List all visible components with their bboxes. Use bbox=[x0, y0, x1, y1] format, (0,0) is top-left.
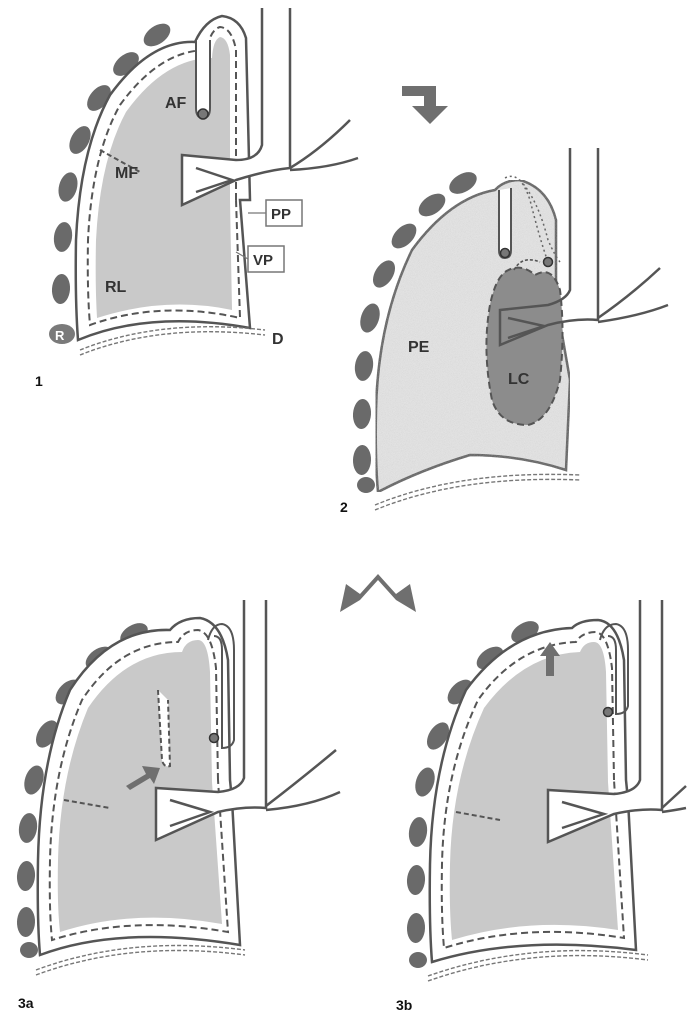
panel-1: R PP VP AF MF RL D 1 bbox=[35, 8, 358, 389]
rib bbox=[412, 765, 438, 799]
left-bronchus bbox=[290, 120, 358, 170]
rib bbox=[368, 257, 399, 292]
split-arrow bbox=[340, 574, 416, 612]
diaphragm bbox=[36, 946, 245, 976]
panel-number-3a: 3a bbox=[18, 995, 34, 1011]
panel-2: PE LC 2 bbox=[340, 148, 668, 515]
rib bbox=[55, 170, 80, 204]
rib bbox=[407, 816, 429, 848]
azygos-fissure bbox=[499, 188, 511, 258]
azygos-vein bbox=[198, 109, 208, 119]
displaced-azygos bbox=[544, 258, 553, 267]
left-bronchus bbox=[598, 268, 668, 322]
label-vp: VP bbox=[253, 252, 273, 269]
rib bbox=[52, 221, 74, 253]
lung-collapse bbox=[486, 268, 562, 425]
rib bbox=[406, 913, 425, 944]
rib bbox=[51, 273, 71, 304]
rib bbox=[17, 812, 39, 844]
left-bronchus bbox=[662, 786, 686, 812]
label-pe: PE bbox=[408, 339, 430, 356]
label-af: AF bbox=[165, 95, 187, 112]
label-r: R bbox=[55, 328, 65, 343]
rib bbox=[352, 445, 371, 476]
label-d: D bbox=[272, 331, 284, 348]
panel-number-3b: 3b bbox=[396, 997, 412, 1013]
panel-number-1: 1 bbox=[35, 373, 43, 389]
left-bronchus bbox=[266, 750, 340, 810]
label-mf: MF bbox=[115, 165, 138, 182]
rib bbox=[353, 350, 375, 382]
panel-3b: 3b bbox=[396, 600, 686, 1013]
rib bbox=[357, 301, 383, 335]
rib bbox=[446, 168, 481, 199]
rib bbox=[16, 860, 36, 891]
panel-3a: 3a bbox=[16, 600, 340, 1011]
rib bbox=[409, 952, 427, 968]
step-arrow-down bbox=[402, 86, 448, 124]
rib bbox=[357, 477, 375, 493]
rib bbox=[16, 907, 35, 938]
azygos-vein bbox=[604, 708, 613, 717]
rib bbox=[352, 398, 372, 429]
label-pp: PP bbox=[271, 206, 291, 223]
label-rl: RL bbox=[105, 279, 127, 296]
panel-number-2: 2 bbox=[340, 499, 348, 515]
label-lc: LC bbox=[508, 371, 530, 388]
rib bbox=[406, 864, 426, 895]
rib bbox=[20, 942, 38, 958]
azygos-fissure bbox=[196, 40, 210, 118]
azygos-vein bbox=[501, 249, 510, 258]
azygos-vein bbox=[210, 734, 219, 743]
